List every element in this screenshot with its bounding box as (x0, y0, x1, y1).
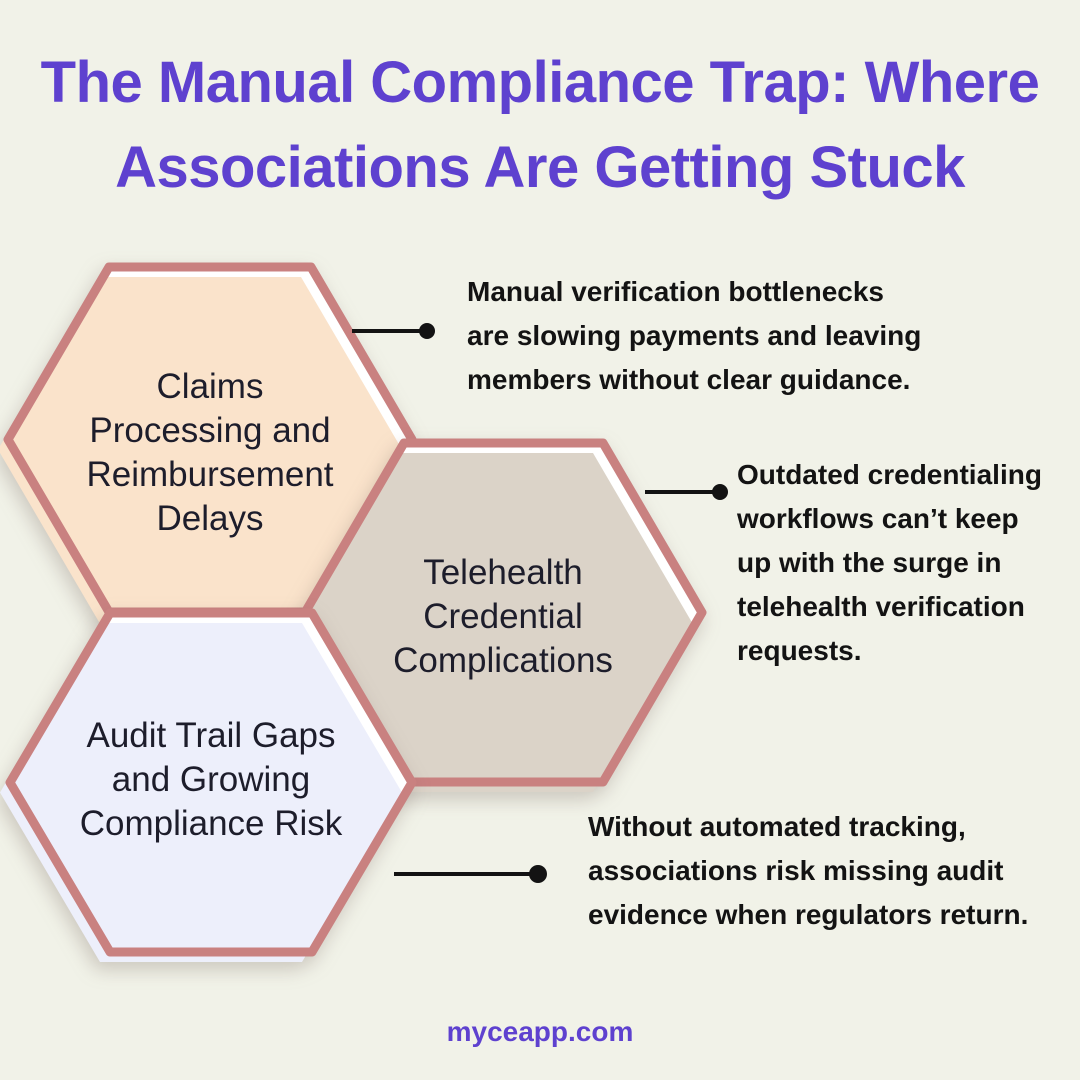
hexagon-label-audit-trail: Audit Trail Gaps and Growing Compliance … (61, 714, 361, 846)
page-title-line-1: The Manual Compliance Trap: Where (40, 50, 1040, 115)
hexagon-label-line: Complications (393, 641, 613, 680)
page-title: The Manual Compliance Trap: Where Associ… (0, 40, 1080, 210)
description-line: Manual verification bottlenecks (467, 276, 884, 307)
hexagon-label-line: Credential (423, 597, 583, 636)
description-audit-trail: Without automated tracking, associations… (588, 805, 1078, 937)
description-line: Without automated tracking, (588, 811, 966, 842)
description-line: up with the surge in (737, 547, 1002, 578)
hexagon-label-line: Telehealth (423, 553, 583, 592)
description-line: requests. (737, 635, 862, 666)
description-claims-processing: Manual verification bottlenecks are slow… (467, 270, 977, 402)
hexagon-fill (0, 623, 402, 962)
hexagon-telehealth-credential (295, 438, 707, 792)
description-line: Outdated credentialing (737, 459, 1042, 490)
hexagon-label-claims-processing: Claims Processing and Reimbursement Dela… (75, 365, 345, 541)
hexagon-label-line: Compliance Risk (79, 804, 343, 843)
description-telehealth-credential: Outdated credentialing workflows can’t k… (737, 453, 1077, 673)
connector-dot-audit (529, 865, 547, 883)
hexagon-label-line: Claims (156, 367, 264, 406)
page-title-line-2: Associations Are Getting Stuck (115, 135, 965, 200)
hexagon-audit-trail (0, 608, 417, 962)
description-line: evidence when regulators return. (588, 899, 1029, 930)
description-line: workflows can’t keep (737, 503, 1019, 534)
hexagon-fill (0, 277, 402, 622)
hexagon-label-line: Processing and (89, 411, 331, 450)
hexagon-label-line: and Growing (111, 760, 311, 799)
footer-domain-text: myceapp.com (446, 1016, 634, 1047)
description-line: telehealth verification (737, 591, 1025, 622)
hexagon-claims-processing (0, 262, 417, 622)
description-line: are slowing payments and leaving (467, 320, 922, 351)
hexagon-label-telehealth-credential: Telehealth Credential Complications (368, 551, 638, 683)
hexagon-fill (295, 453, 692, 792)
description-line: members without clear guidance. (467, 364, 911, 395)
hexagon-border (5, 608, 417, 957)
description-line: associations risk missing audit (588, 855, 1004, 886)
hexagon-label-line: Reimbursement (86, 455, 334, 494)
hexagon-label-line: Delays (156, 499, 264, 538)
hexagon-label-line: Audit Trail Gaps (86, 716, 336, 755)
